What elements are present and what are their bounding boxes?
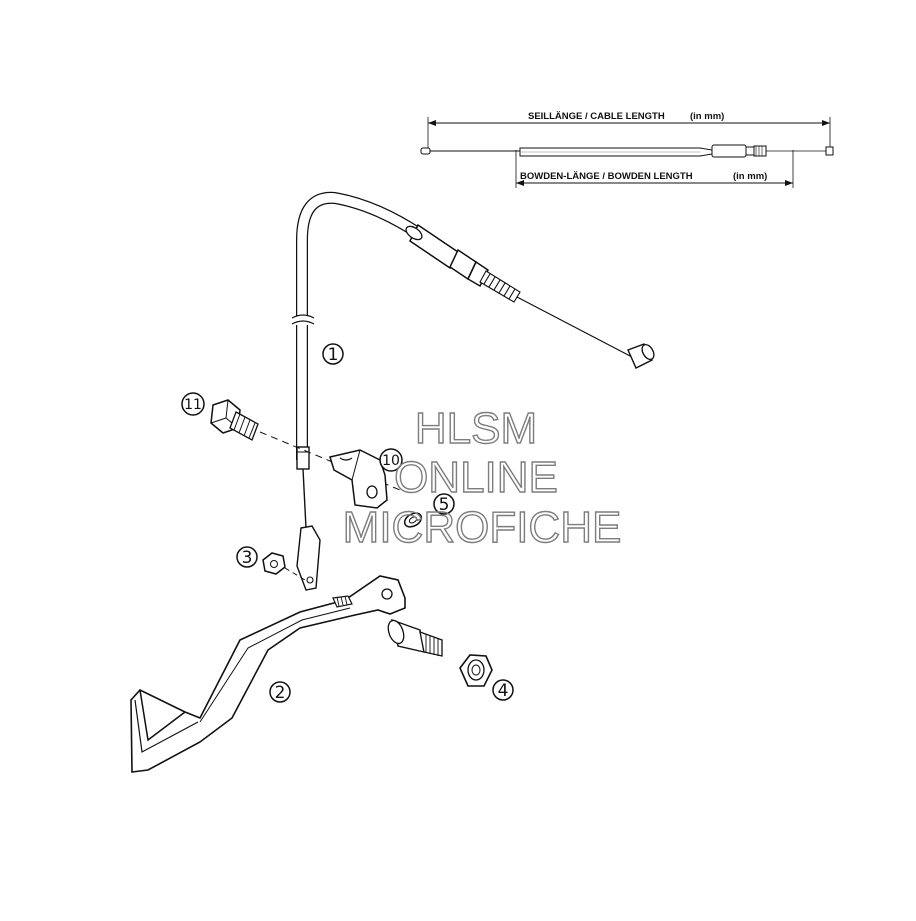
callout-5: 5	[433, 493, 455, 515]
callout-1-number: 1	[328, 345, 339, 365]
brake-cable	[291, 191, 655, 591]
callout-3: 3	[236, 546, 258, 568]
callout-11: 11	[181, 392, 205, 416]
cable-length-inset: SEILLÄNGE / CABLE LENGTH (in mm) BOWDEN-…	[420, 111, 834, 188]
watermark: HLSM ONLINE MICROFICHE	[342, 403, 622, 552]
bracket	[329, 449, 388, 509]
callout-4: 4	[492, 679, 514, 701]
bowden-length-label: BOWDEN-LÄNGE / BOWDEN LENGTH	[520, 171, 693, 182]
cable-nipple	[627, 343, 655, 369]
watermark-line-2: ONLINE	[394, 453, 558, 502]
watermark-line-3: MICROFICHE	[343, 503, 622, 552]
washer	[403, 512, 423, 528]
brake-pedal	[130, 575, 443, 773]
large-nut	[459, 654, 493, 687]
watermark-line-1: HLSM	[415, 404, 537, 453]
callout-10-number: 10	[382, 453, 400, 469]
cable-length-unit: (in mm)	[690, 111, 724, 122]
callout-11-number: 11	[184, 397, 202, 413]
callout-5-number: 5	[439, 495, 450, 515]
small-nut	[262, 552, 306, 581]
bolt	[210, 399, 401, 491]
callout-3-number: 3	[242, 548, 253, 568]
bowden-length-unit: (in mm)	[733, 171, 767, 182]
mini-cable	[420, 144, 834, 158]
callout-10: 10	[379, 448, 403, 472]
callout-2: 2	[269, 681, 291, 703]
callout-2-number: 2	[275, 683, 286, 703]
cable-length-label: SEILLÄNGE / CABLE LENGTH	[528, 111, 665, 122]
callout-1: 1	[322, 343, 344, 365]
callout-4-number: 4	[498, 681, 509, 701]
